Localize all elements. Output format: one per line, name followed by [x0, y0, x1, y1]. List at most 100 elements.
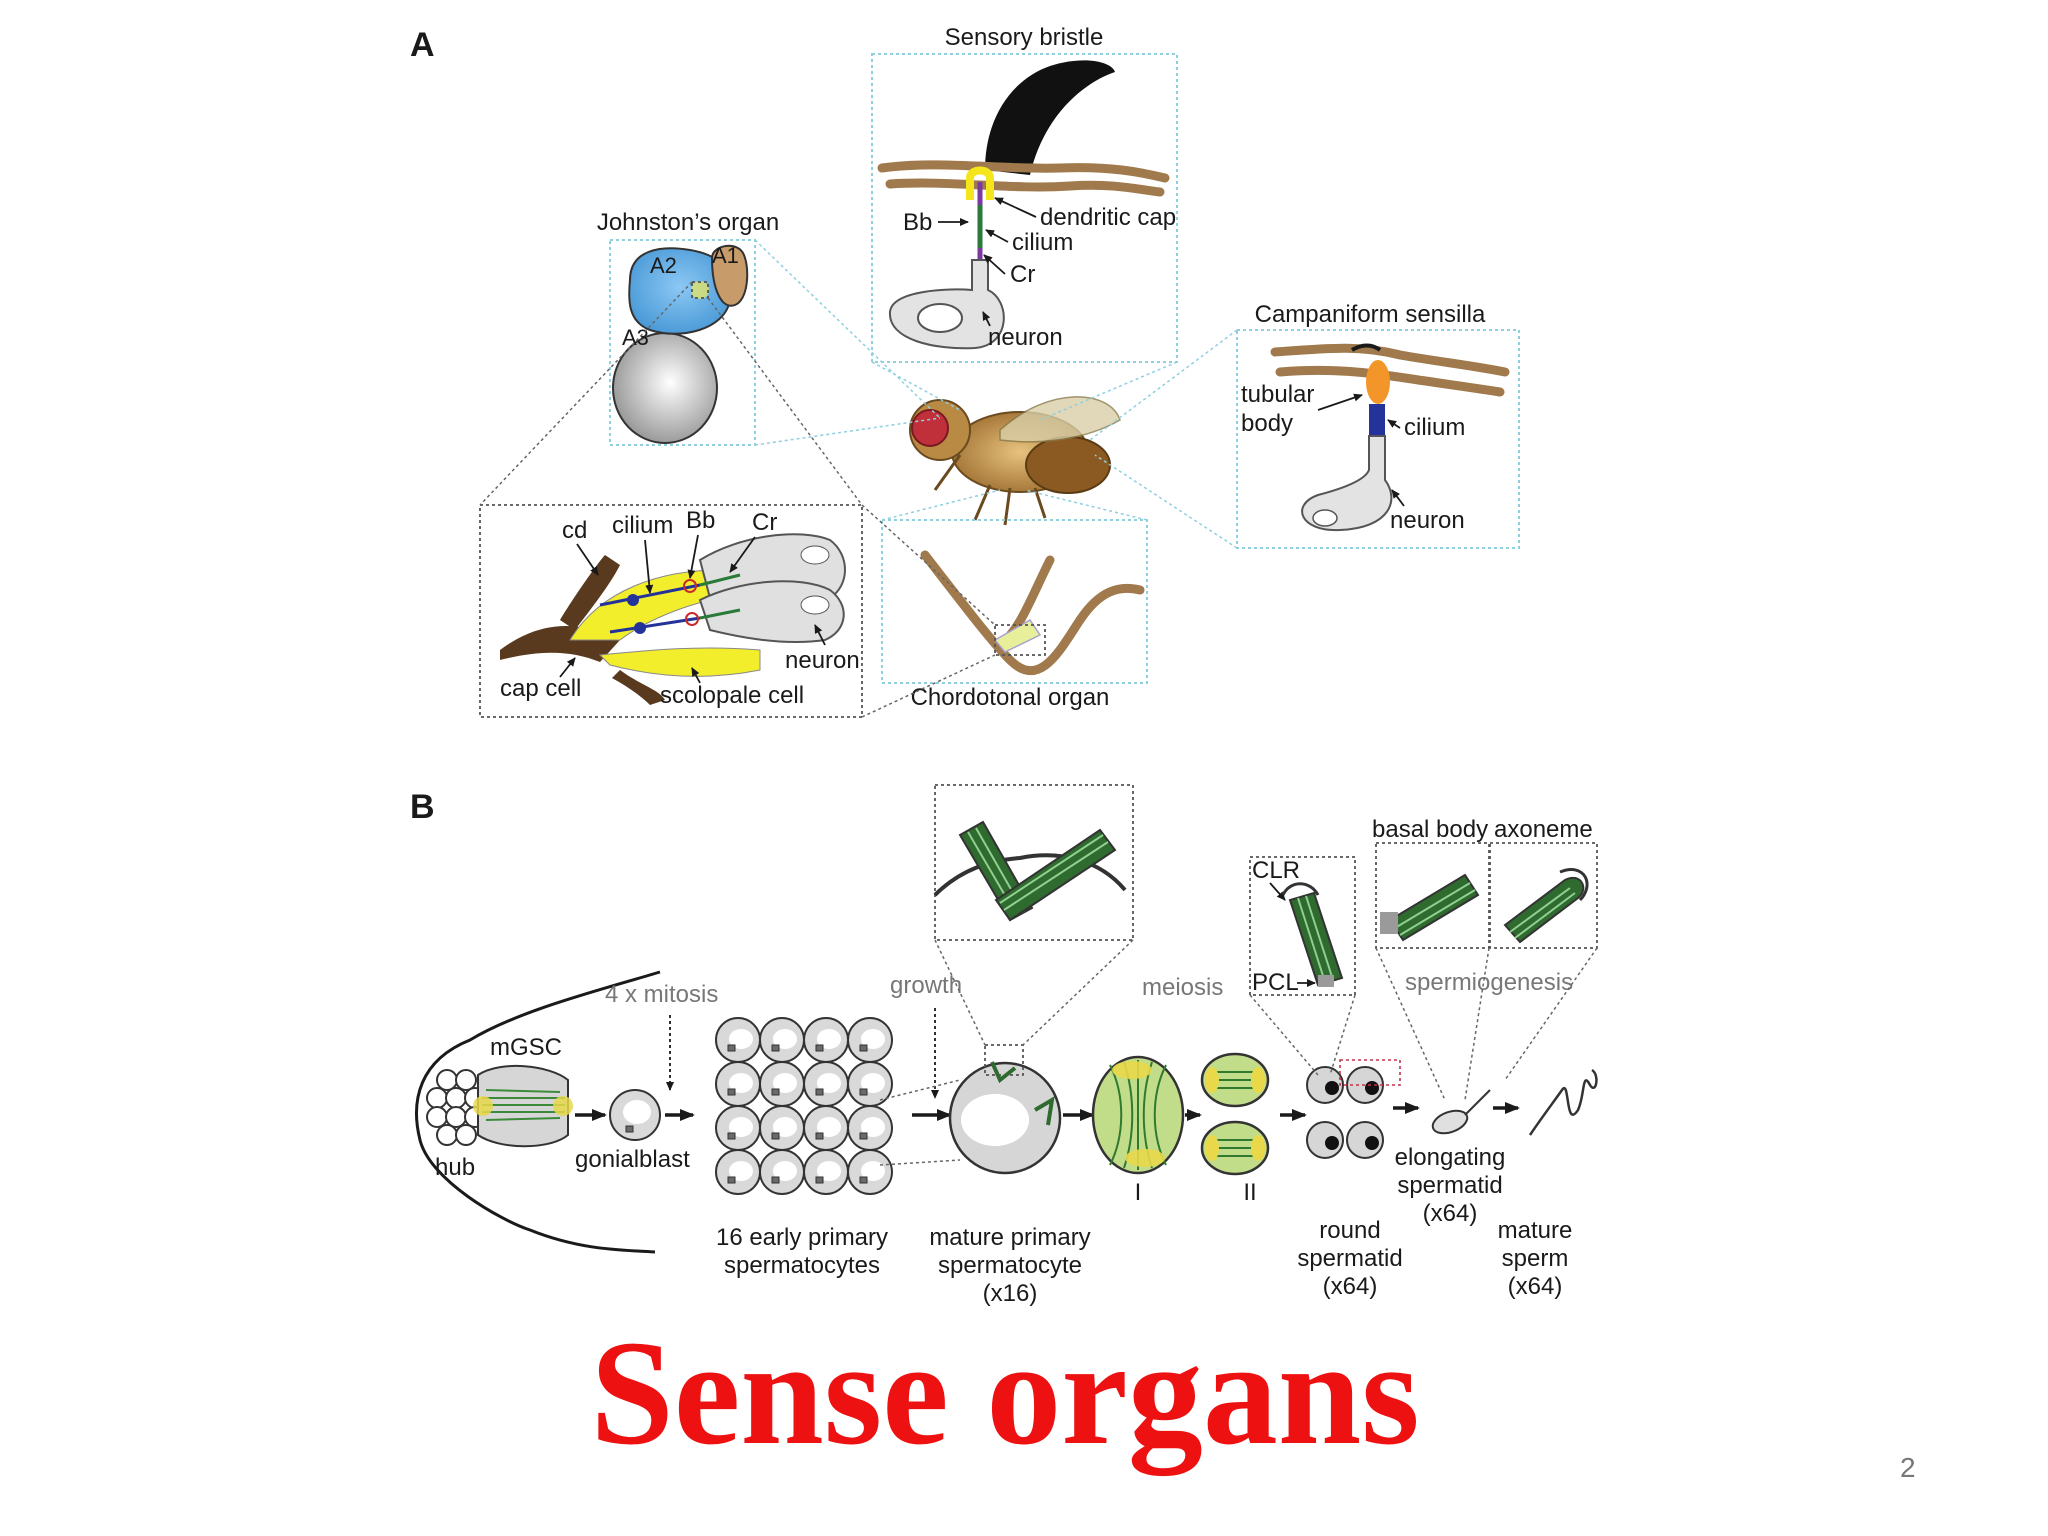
panel-b-letter: B — [410, 788, 435, 826]
campaniform-neuron — [1301, 435, 1393, 532]
label-mgsc: mGSC — [490, 1034, 562, 1061]
scolopidium-label-bb: Bb — [686, 507, 715, 534]
scolopale-cell-lower — [598, 647, 761, 677]
spermatocyte-centriole — [815, 1176, 824, 1184]
round-spermatids — [1306, 1066, 1384, 1159]
bristle-label-cr: Cr — [1010, 261, 1035, 288]
label-mature-1: mature primary — [929, 1224, 1090, 1251]
gonialblast-cell — [609, 1089, 661, 1141]
label-sperm-3: (x64) — [1508, 1273, 1563, 1300]
label-elong-3: (x64) — [1423, 1200, 1478, 1227]
fly-legs — [933, 454, 1047, 526]
spermatocyte-nucleus — [817, 1073, 841, 1093]
spermatocyte-centriole — [771, 1044, 780, 1052]
spermatocyte-centriole — [859, 1132, 868, 1140]
spermatocyte-nucleus — [817, 1117, 841, 1137]
spermatocyte-nucleus — [729, 1073, 753, 1093]
scolopidium-label-cd: cd — [562, 517, 587, 544]
spermatocyte-nucleus — [729, 1029, 753, 1049]
spermatocyte-nucleus — [773, 1073, 797, 1093]
johnstons-organ-panel: Johnston’s organ A2 A1 A3 — [597, 209, 779, 446]
spermatocyte-nucleus — [861, 1161, 885, 1181]
johnstons-organ-site — [691, 281, 709, 299]
spermatocyte-nucleus — [861, 1073, 885, 1093]
bristle-label-bb: Bb — [903, 209, 932, 236]
spermatocyte-nucleus — [817, 1029, 841, 1049]
panel-a: A Sensory bristle Bb dendritic cap ciliu… — [410, 24, 1520, 718]
spermatocyte-centriole — [727, 1132, 736, 1140]
campaniform-sensilla-box — [1236, 329, 1520, 549]
panel-a-zoom-guides — [479, 239, 1238, 718]
label-scolopale-cell: scolopale cell — [660, 682, 804, 709]
bristle-neuron-nucleus — [917, 303, 963, 333]
johnstons-organ-box — [609, 239, 756, 446]
label-4x-mitosis: 4 x mitosis — [605, 981, 718, 1008]
centriole-pair-large — [958, 820, 1117, 922]
label-spermiogenesis: spermiogenesis — [1405, 969, 1573, 996]
panel-b: B mGSC hub — [410, 784, 1598, 1307]
chordotonal-organ-panel: Chordotonal organ — [881, 519, 1148, 711]
label-round-3: (x64) — [1323, 1273, 1378, 1300]
bristle-shaft — [985, 60, 1115, 175]
spermatocyte-nucleus — [729, 1161, 753, 1181]
label-a3: A3 — [622, 325, 649, 350]
spermatocyte-centriole — [771, 1176, 780, 1184]
spermatocyte-nucleus — [817, 1161, 841, 1181]
spermatocyte-centriole — [771, 1088, 780, 1096]
spermatocyte-centriole — [815, 1044, 824, 1052]
scolopidium-panel: cd cilium Bb Cr neuron cap cell scolopal… — [479, 504, 863, 718]
chordotonal-organ-title: Chordotonal organ — [911, 684, 1110, 711]
fly-eye — [911, 409, 949, 447]
spermatocyte-nucleus — [861, 1029, 885, 1049]
bristle-label-cilium: cilium — [1012, 229, 1073, 256]
label-clr: CLR — [1252, 857, 1300, 884]
page-number: 2 — [1900, 1452, 1916, 1483]
label-a1: A1 — [712, 243, 739, 268]
spermatocyte-nucleus — [773, 1161, 797, 1181]
meiosis-i-cell — [1091, 1055, 1185, 1175]
label-mature-3: (x16) — [983, 1280, 1038, 1307]
testis-tip-outline — [415, 970, 661, 1254]
label-early-1: 16 early primary — [716, 1224, 888, 1251]
label-basal-body: basal body — [1372, 816, 1488, 843]
mature-sperm-shape — [1528, 1068, 1598, 1136]
label-tubular: tubular — [1241, 381, 1314, 408]
label-round-2: spermatid — [1297, 1245, 1402, 1272]
spermatocyte-centriole — [859, 1176, 868, 1184]
label-cap-cell: cap cell — [500, 675, 581, 702]
spermatocyte-centriole — [727, 1088, 736, 1096]
dendritic-cap-shape — [966, 166, 994, 200]
elongating-spermatid — [1431, 1089, 1491, 1135]
fly-wing — [999, 396, 1121, 443]
cuticle-lower — [885, 178, 1165, 197]
scolopidium-label-neuron: neuron — [785, 647, 860, 674]
label-hub: hub — [435, 1154, 475, 1181]
tubular-body-shape — [1366, 360, 1390, 404]
spermatocyte-nucleus — [773, 1029, 797, 1049]
label-early-2: spermatocytes — [724, 1252, 880, 1279]
label-growth: growth — [890, 972, 962, 999]
label-pcl: PCL — [1252, 969, 1299, 996]
label-a2: A2 — [650, 253, 677, 278]
label-meiosis-i: I — [1135, 1179, 1142, 1206]
scolopidium-label-cilium: cilium — [612, 512, 673, 539]
spermatocyte-centriole — [859, 1044, 868, 1052]
label-body: body — [1241, 410, 1293, 437]
scolopidium-neuron-2 — [698, 580, 845, 643]
scolopidium-label-cr: Cr — [752, 509, 777, 536]
label-meiosis-ii: II — [1243, 1179, 1256, 1206]
cuticle-upper — [877, 160, 1170, 183]
campaniform-cilium — [1369, 404, 1385, 436]
label-sperm-1: mature — [1498, 1217, 1573, 1244]
centriole-zoom-box — [934, 784, 1134, 941]
spermatocyte-centriole — [727, 1176, 736, 1184]
scolopidium-box — [479, 504, 863, 718]
spermatocyte-centriole — [859, 1088, 868, 1096]
sensory-bristle-title: Sensory bristle — [945, 24, 1104, 51]
label-sperm-2: sperm — [1502, 1245, 1569, 1272]
basal-body-zoom-box — [1375, 842, 1490, 949]
axoneme-zoom-box — [1489, 842, 1598, 949]
label-elong-2: spermatid — [1397, 1172, 1502, 1199]
sensory-bristle-panel: Sensory bristle Bb dendritic cap cilium … — [871, 24, 1178, 363]
panel-a-letter: A — [410, 26, 435, 64]
